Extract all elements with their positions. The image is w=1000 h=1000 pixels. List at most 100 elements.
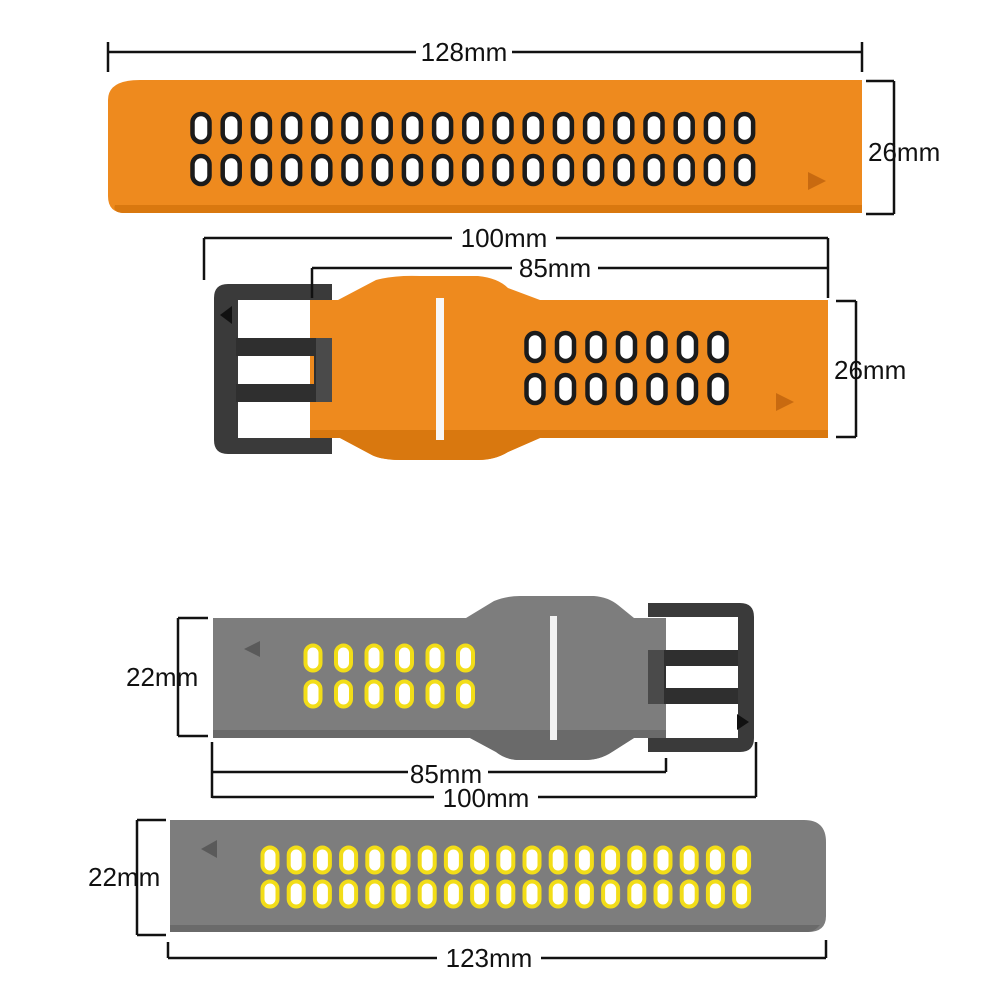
strap-hole (646, 330, 668, 364)
strap-hole (220, 111, 242, 145)
strap-hole (676, 330, 699, 364)
gray-buckle-strap (213, 596, 754, 760)
dimension-length-orange-long (106, 42, 864, 72)
gray-long-length-label: 123mm (446, 943, 533, 973)
strap-hole (334, 643, 353, 673)
dimension-length-gray-long (166, 940, 828, 960)
strap-hole (401, 153, 424, 187)
strap-hole (341, 153, 363, 187)
strap-hole (492, 111, 514, 145)
strap-hole (554, 330, 577, 364)
strap-hole (552, 111, 575, 145)
strap-hole (391, 845, 411, 875)
strap-hole (286, 879, 306, 909)
strap-hole (470, 879, 490, 909)
strap-hole (425, 643, 445, 673)
strap-hole (395, 679, 414, 709)
dimension-inner-orange-buckle (310, 266, 828, 298)
strap-hole (371, 153, 393, 187)
strap-hole (582, 153, 605, 187)
gray-long-strap-body (170, 820, 826, 932)
dimension-width-gray-buckle (176, 616, 208, 738)
strap-hole (574, 845, 594, 875)
strap-hole (627, 845, 647, 875)
strap-hole (522, 879, 542, 909)
orange-long-width-label: 26mm (868, 137, 940, 167)
strap-hole (707, 330, 729, 364)
strap-hole (260, 845, 280, 875)
strap-hole (613, 153, 635, 187)
strap-hole (341, 111, 363, 145)
gray-long-strap-edge (170, 925, 820, 932)
strap-hole (260, 879, 280, 909)
dimension-width-orange-long (866, 79, 896, 216)
strap-hole (707, 372, 729, 406)
strap-hole (462, 153, 484, 187)
gray-buckle-total-label: 100mm (443, 783, 530, 813)
strap-hole (364, 643, 384, 673)
strap-hole (643, 153, 665, 187)
strap-hole (371, 111, 393, 145)
strap-hole (339, 845, 359, 875)
orange-keeper-loop (436, 298, 444, 440)
orange-buckle-inner-label: 85mm (519, 253, 591, 283)
strap-hole (574, 879, 594, 909)
strap-hole (190, 111, 212, 145)
strap-hole (311, 153, 333, 187)
orange-buckle-width-label: 26mm (834, 355, 906, 385)
strap-hole (492, 153, 514, 187)
strap-hole (462, 111, 484, 145)
strap-hole (548, 879, 568, 909)
strap-hole (280, 153, 303, 187)
dimension-inner-gray-buckle (210, 742, 668, 798)
strap-hole (705, 845, 725, 875)
strap-hole (417, 879, 437, 909)
strap-hole (643, 111, 665, 145)
strap-hole (615, 330, 638, 364)
strap-hole (733, 111, 756, 145)
strap-hole (703, 153, 726, 187)
dimension-width-orange-buckle (836, 299, 858, 439)
gray-long-strap (170, 820, 826, 932)
gray-keeper-loop (550, 616, 557, 740)
strap-hole (705, 879, 725, 909)
strap-hole (496, 879, 516, 909)
orange-buckle-icon (214, 284, 332, 454)
strap-hole (286, 845, 306, 875)
strap-hole (673, 153, 695, 187)
strap-hole (250, 153, 273, 187)
strap-hole (425, 679, 445, 709)
strap-hole (456, 643, 475, 673)
strap-hole (395, 643, 414, 673)
strap-hole (303, 643, 323, 673)
strap-hole (673, 111, 695, 145)
strap-hole (554, 372, 577, 406)
gray-long-strap-holes (260, 845, 752, 909)
strap-hole (250, 111, 273, 145)
strap-hole (365, 879, 385, 909)
gray-long-width-label: 22mm (88, 862, 160, 892)
orange-long-arrow-icon (808, 172, 826, 190)
strap-hole (653, 879, 673, 909)
strap-hole (401, 111, 424, 145)
gray-buckle-arrow-icon (244, 641, 260, 657)
orange-buckle-strap (214, 275, 828, 460)
strap-hole (613, 111, 635, 145)
strap-hole (676, 372, 699, 406)
strap-hole (339, 879, 359, 909)
strap-hole (552, 153, 575, 187)
strap-hole (732, 845, 752, 875)
strap-hole (431, 153, 454, 187)
dimension-width-gray-long (135, 818, 166, 937)
strap-hole (601, 845, 621, 875)
orange-long-strap-body (108, 80, 862, 213)
strap-hole (646, 372, 668, 406)
dimension-total-gray-buckle (212, 742, 758, 799)
strap-hole (456, 679, 475, 709)
strap-hole (522, 111, 544, 145)
orange-long-strap (108, 80, 862, 213)
orange-buckle-arrow-icon (776, 393, 794, 411)
orange-long-length-label: 128mm (421, 37, 508, 67)
strap-hole (431, 111, 454, 145)
strap-hole (679, 845, 699, 875)
